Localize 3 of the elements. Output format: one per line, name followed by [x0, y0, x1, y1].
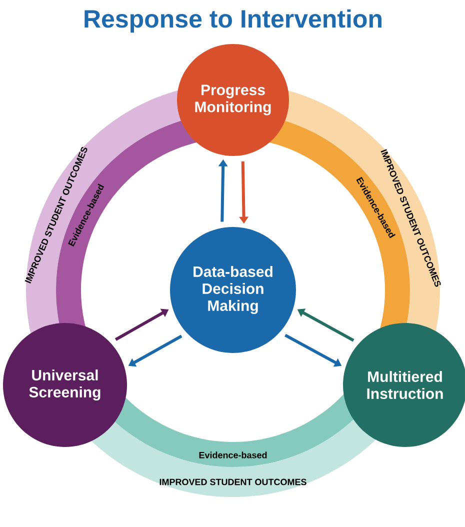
title: Response to Intervention [84, 9, 382, 33]
ring-label: Evidence-based [199, 452, 267, 458]
ring-label: IMPROVED STUDENT OUTCOMES [160, 478, 306, 486]
